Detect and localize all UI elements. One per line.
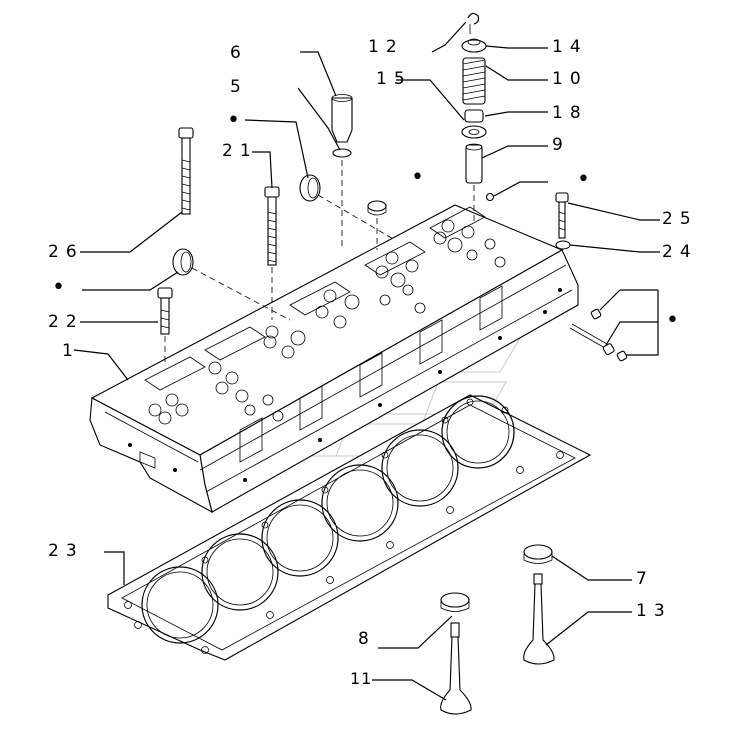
label-10: 10: [552, 69, 588, 89]
bolt-25: [555, 192, 569, 239]
label-15: 15: [376, 69, 412, 89]
head-gasket: [107, 394, 592, 661]
part-labels: 1 5 6 7 8 9 10 11 12 13 14 15 18 21 22 2…: [48, 37, 698, 688]
label-14: 14: [552, 37, 588, 57]
bullet-marker: •: [666, 308, 679, 333]
bolt-22: [157, 287, 173, 335]
label-12: 12: [368, 37, 404, 57]
bullet-marker: •: [577, 167, 590, 192]
cup-plug: [367, 200, 387, 216]
label-13: 13: [636, 601, 672, 621]
label-23: 23: [48, 541, 84, 561]
leader-lines: [73, 21, 660, 701]
label-25: 25: [662, 209, 698, 229]
label-6: 6: [230, 43, 248, 63]
label-9: 9: [552, 135, 570, 155]
label-11: 11: [350, 669, 372, 688]
valve-seal-15: [461, 125, 487, 139]
bolt-26: [178, 127, 194, 215]
bullet-marker: •: [52, 275, 65, 300]
bullet-markers: • • • • •: [52, 108, 679, 333]
bolt-21: [264, 186, 280, 266]
label-8: 8: [358, 629, 376, 649]
plug: [299, 174, 321, 202]
label-24: 24: [662, 242, 698, 262]
valve-13: [523, 544, 555, 665]
spring-retainer-14: [461, 38, 487, 53]
label-22: 22: [48, 312, 84, 332]
cylinder-head: [89, 204, 579, 514]
injector-sleeve-6: [331, 94, 353, 143]
stud-and-nuts: [569, 308, 628, 362]
label-1: 1: [62, 341, 80, 361]
valve-spring-10: [462, 57, 486, 105]
washer-24: [555, 240, 571, 250]
label-26: 26: [48, 242, 84, 262]
o-ring-5: [332, 148, 352, 158]
bullet-marker: •: [227, 108, 240, 133]
label-21: 21: [222, 141, 258, 161]
spring-seat-18: [464, 109, 484, 123]
valve-guide-9: [465, 143, 483, 184]
label-18: 18: [552, 103, 588, 123]
label-7: 7: [636, 569, 654, 589]
small-ball: [485, 192, 495, 202]
bullet-marker: •: [411, 165, 424, 190]
valve-11: [440, 592, 472, 715]
plug-left: [172, 248, 194, 276]
valve-cotter-12: [467, 12, 480, 34]
label-5: 5: [230, 77, 248, 97]
